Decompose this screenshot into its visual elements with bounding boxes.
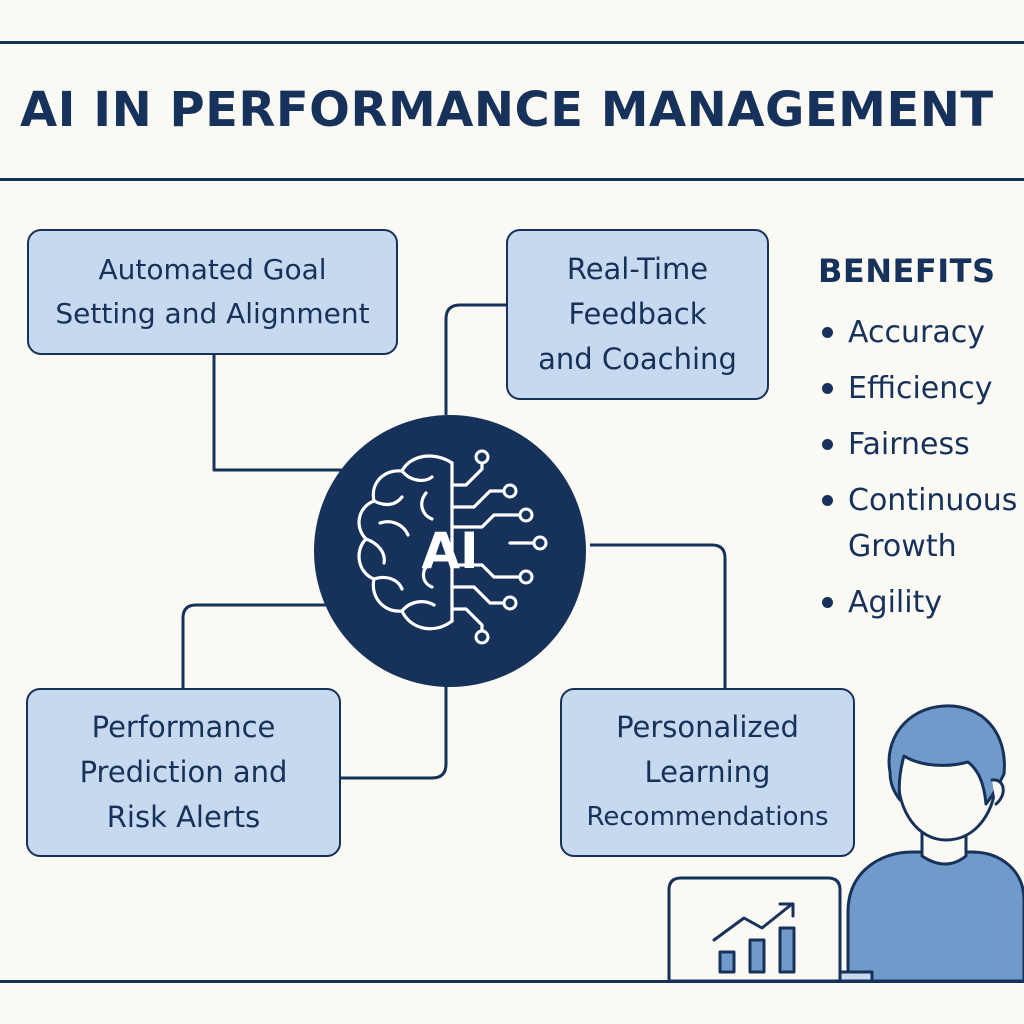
brain-circuit-icon xyxy=(357,449,548,645)
laptop-base xyxy=(838,970,874,983)
feature-predict-line-1: Performance xyxy=(91,710,276,744)
feature-learn-line-1: Personalized xyxy=(616,710,799,744)
bullet-dot xyxy=(822,597,833,608)
benefit-item: Fairness xyxy=(818,422,1024,468)
benefits-title: BENEFITS xyxy=(818,252,996,290)
bullet-dot xyxy=(822,383,833,394)
feature-goal-line-2: Setting and Alignment xyxy=(55,297,370,330)
benefit-text: Agility xyxy=(848,585,943,620)
feature-feedback-line-3: and Coaching xyxy=(538,342,737,376)
person-torso xyxy=(846,850,1024,983)
benefit-item: Continuous Growth xyxy=(818,478,1024,570)
benefit-text: Fairness xyxy=(848,427,970,462)
feature-real-time-feedback: Real-Time Feedback and Coaching xyxy=(506,229,769,400)
title-underline-rule xyxy=(0,178,1024,181)
hub-label: AI xyxy=(421,522,479,580)
bullet-dot xyxy=(822,495,833,506)
person-hair xyxy=(887,704,1006,806)
benefit-text: Continuous xyxy=(848,483,1018,518)
feature-goal-line-1: Automated Goal xyxy=(98,253,327,286)
connector-goal xyxy=(212,355,345,472)
laptop-icon xyxy=(667,876,842,983)
feature-predict-line-2: Prediction and xyxy=(79,755,288,789)
person-ear xyxy=(990,778,1005,806)
connector-feedback xyxy=(444,303,506,415)
feature-personalized-learning: Personalized Learning Recommendations xyxy=(560,688,855,857)
ai-hub: AI xyxy=(314,415,586,687)
connector-predict xyxy=(181,603,345,688)
feature-goal-setting: Automated Goal Setting and Alignment xyxy=(27,229,398,355)
feature-learn-line-3: Recommendations xyxy=(586,802,829,832)
bottom-rule xyxy=(0,980,1024,983)
feature-learn-line-2: Learning xyxy=(644,755,771,789)
benefit-item: Accuracy xyxy=(818,310,1024,356)
benefit-text: Growth xyxy=(848,529,957,564)
benefit-item: Agility xyxy=(818,580,1024,626)
feature-predict-line-3: Risk Alerts xyxy=(106,800,261,834)
growth-chart-icon xyxy=(712,902,796,974)
page-title: AI IN PERFORMANCE MANAGEMENT xyxy=(20,82,994,138)
connector-learn xyxy=(590,543,727,688)
feature-feedback-line-1: Real-Time xyxy=(566,252,709,286)
feature-feedback-line-2: Feedback xyxy=(568,297,707,331)
top-rule xyxy=(0,41,1024,44)
benefit-text: Accuracy xyxy=(848,315,985,350)
benefits-list: Accuracy Efficiency Fairness Continuous … xyxy=(818,310,1024,636)
feature-performance-prediction: Performance Prediction and Risk Alerts xyxy=(26,688,341,857)
benefit-text: Efficiency xyxy=(848,371,993,406)
connector-predict-bottom xyxy=(341,686,448,780)
bullet-dot xyxy=(822,327,833,338)
bullet-dot xyxy=(822,439,833,450)
benefit-item: Efficiency xyxy=(818,366,1024,412)
